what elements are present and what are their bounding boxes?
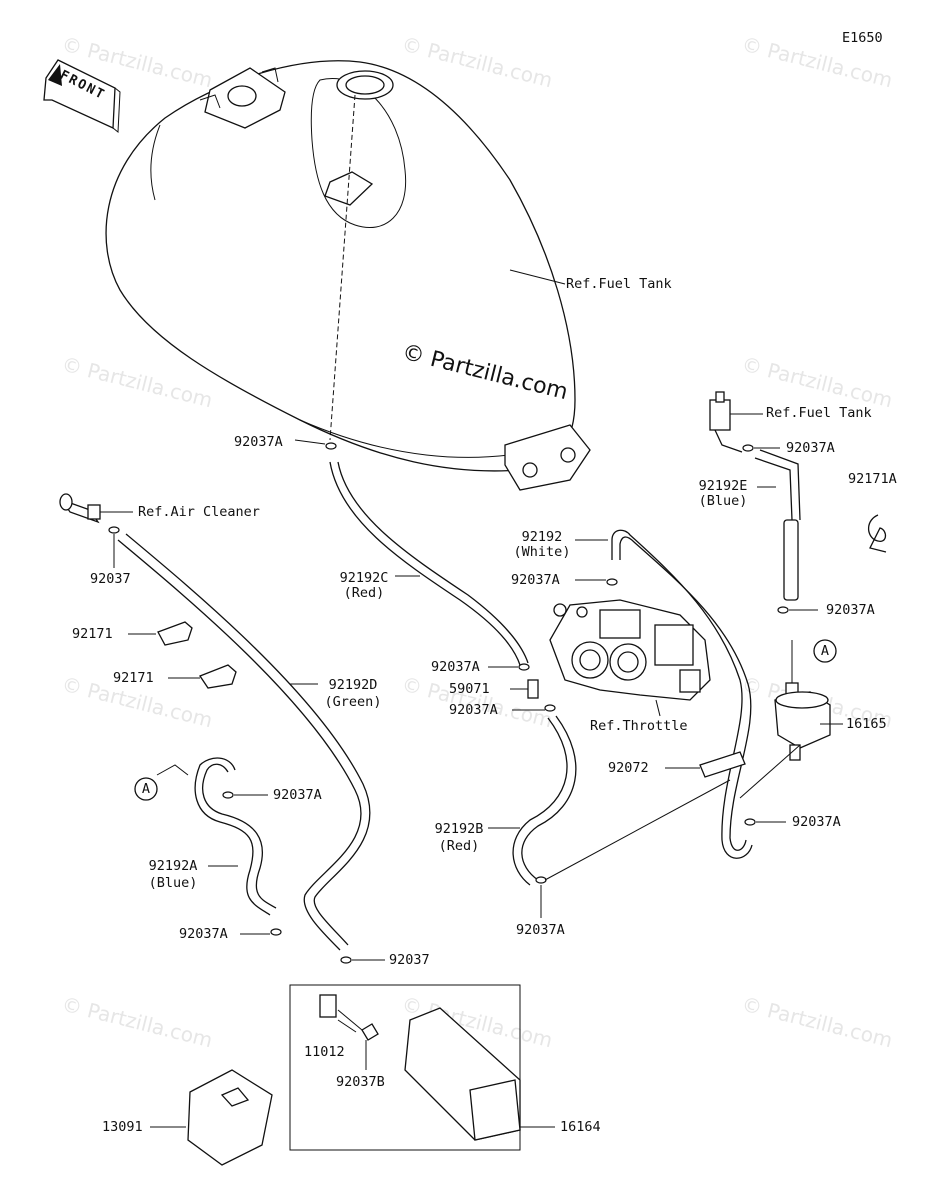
label-92192-color[interactable]: (White) (513, 544, 571, 560)
hose-92192b (512, 715, 577, 886)
label-92037a-right-mid[interactable]: 92037A (826, 602, 875, 618)
label-92192d[interactable]: 92192D (328, 677, 378, 693)
marker-a-left: A (141, 781, 151, 797)
clip-92171a-drawing (867, 514, 887, 553)
label-16164[interactable]: 16164 (560, 1119, 601, 1135)
label-92037a-bottom-mid[interactable]: 92037A (516, 922, 565, 938)
hose-clips (108, 442, 789, 964)
hose-92192a (194, 757, 277, 916)
label-92037b[interactable]: 92037B (336, 1074, 385, 1090)
label-92171-second[interactable]: 92171 (113, 670, 154, 686)
diagram-code: E1650 (842, 30, 883, 46)
marker-a-right: A (820, 643, 830, 659)
label-92037a-upper-throttle[interactable]: 92037A (431, 659, 480, 675)
label-92037-air[interactable]: 92037 (90, 571, 131, 587)
strap-92072-drawing (699, 751, 746, 778)
label-ref-fuel-tank-main[interactable]: Ref.Fuel Tank (566, 276, 672, 292)
clamp-92171-drawings (157, 621, 237, 689)
label-13091[interactable]: 13091 (102, 1119, 143, 1135)
label-92171-first[interactable]: 92171 (72, 626, 113, 642)
label-92037a-white[interactable]: 92037A (511, 572, 560, 588)
fuel-tank-drawing (105, 60, 591, 491)
label-59071[interactable]: 59071 (449, 681, 490, 697)
label-ref-air-cleaner[interactable]: Ref.Air Cleaner (138, 504, 260, 520)
label-ref-throttle[interactable]: Ref.Throttle (590, 718, 688, 734)
hose-92192e (754, 449, 801, 601)
hose-92192c (329, 461, 529, 666)
label-92192a[interactable]: 92192A (148, 858, 198, 874)
label-92037a-lower-throttle[interactable]: 92037A (449, 702, 498, 718)
label-92072[interactable]: 92072 (608, 760, 649, 776)
label-92192a-color[interactable]: (Blue) (148, 875, 198, 891)
throttle-body-drawing (549, 599, 711, 701)
label-16165[interactable]: 16165 (846, 716, 887, 732)
label-92192b[interactable]: 92192B (434, 821, 484, 837)
label-92037-bottom[interactable]: 92037 (389, 952, 430, 968)
label-11012[interactable]: 11012 (304, 1044, 345, 1060)
label-92037a-right-top[interactable]: 92037A (786, 440, 835, 456)
leader-lines (100, 269, 843, 1128)
label-92192e-color[interactable]: (Blue) (698, 493, 748, 509)
air-cleaner-fitting-drawing (59, 493, 101, 524)
label-92192[interactable]: 92192 (521, 529, 563, 545)
filter-16165-drawing (774, 640, 831, 761)
marker-a-left-circle (134, 777, 158, 801)
label-92037a-bottom-left[interactable]: 92037A (179, 926, 228, 942)
label-92037a-left[interactable]: 92037A (273, 787, 322, 803)
label-92192d-color[interactable]: (Green) (324, 694, 382, 710)
cover-13091-drawing (187, 1069, 273, 1166)
label-92037a-right-low[interactable]: 92037A (792, 814, 841, 830)
fitting-59071-drawing (527, 679, 539, 699)
label-92171a[interactable]: 92171A (848, 471, 897, 487)
label-92192b-color[interactable]: (Red) (438, 838, 480, 854)
hose-92192-white (611, 529, 753, 859)
label-92192e[interactable]: 92192E (698, 478, 748, 494)
label-92192c-color[interactable]: (Red) (343, 585, 385, 601)
marker-a-right-circle (813, 639, 837, 663)
label-ref-fuel-tank-right[interactable]: Ref.Fuel Tank (766, 405, 872, 421)
label-92192c[interactable]: 92192C (339, 570, 389, 586)
front-arrow-icon (43, 59, 121, 134)
fuel-tank-fitting-drawing (709, 391, 743, 453)
hose-92192d (117, 533, 371, 951)
canister-assembly-drawing (289, 984, 521, 1151)
label-92037a-tank[interactable]: 92037A (234, 434, 283, 450)
